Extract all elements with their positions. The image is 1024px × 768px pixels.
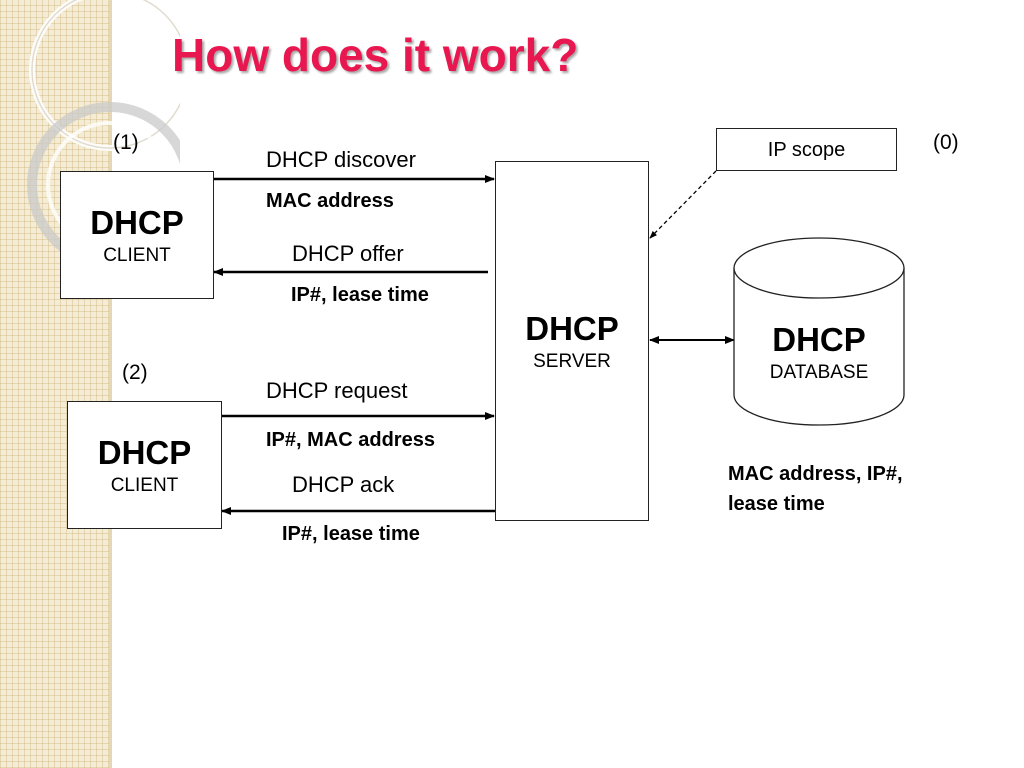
client-1-title: DHCP [90,204,184,241]
request-payload: IP#, MAC address [266,429,435,451]
discover-payload: MAC address [266,190,394,212]
dhcp-server-box: DHCP SERVER [495,161,649,521]
database-subtitle: DATABASE [769,362,869,383]
server-title: DHCP [525,310,619,347]
step-2-label: (2) [122,361,148,384]
dhcp-client-box-2: DHCP CLIENT [67,401,222,529]
server-subtitle: SERVER [533,351,611,372]
ack-label: DHCP ack [292,472,395,497]
offer-payload: IP#, lease time [291,284,429,306]
database-note-line-1: MAC address, IP#, [728,463,903,485]
step-0-label: (0) [933,131,959,154]
offer-label: DHCP offer [292,241,404,266]
client-2-subtitle: CLIENT [110,475,179,496]
page-title: How does it work? [172,29,579,81]
arrow-ipscope-server [649,170,717,239]
database-label: DHCP DATABASE [734,323,904,384]
database-cylinder [733,237,905,426]
database-title: DHCP [772,321,866,358]
step-1-label: (1) [113,131,139,154]
discover-label: DHCP discover [266,147,416,172]
client-1-subtitle: CLIENT [103,245,171,266]
ip-scope-box: IP scope [716,128,897,171]
ip-scope-label: IP scope [767,139,846,161]
client-2-title: DHCP [97,434,192,471]
ack-payload: IP#, lease time [282,523,420,545]
request-label: DHCP request [266,378,408,403]
dhcp-client-box-1: DHCP CLIENT [60,171,214,299]
database-note-line-2: lease time [728,493,825,515]
